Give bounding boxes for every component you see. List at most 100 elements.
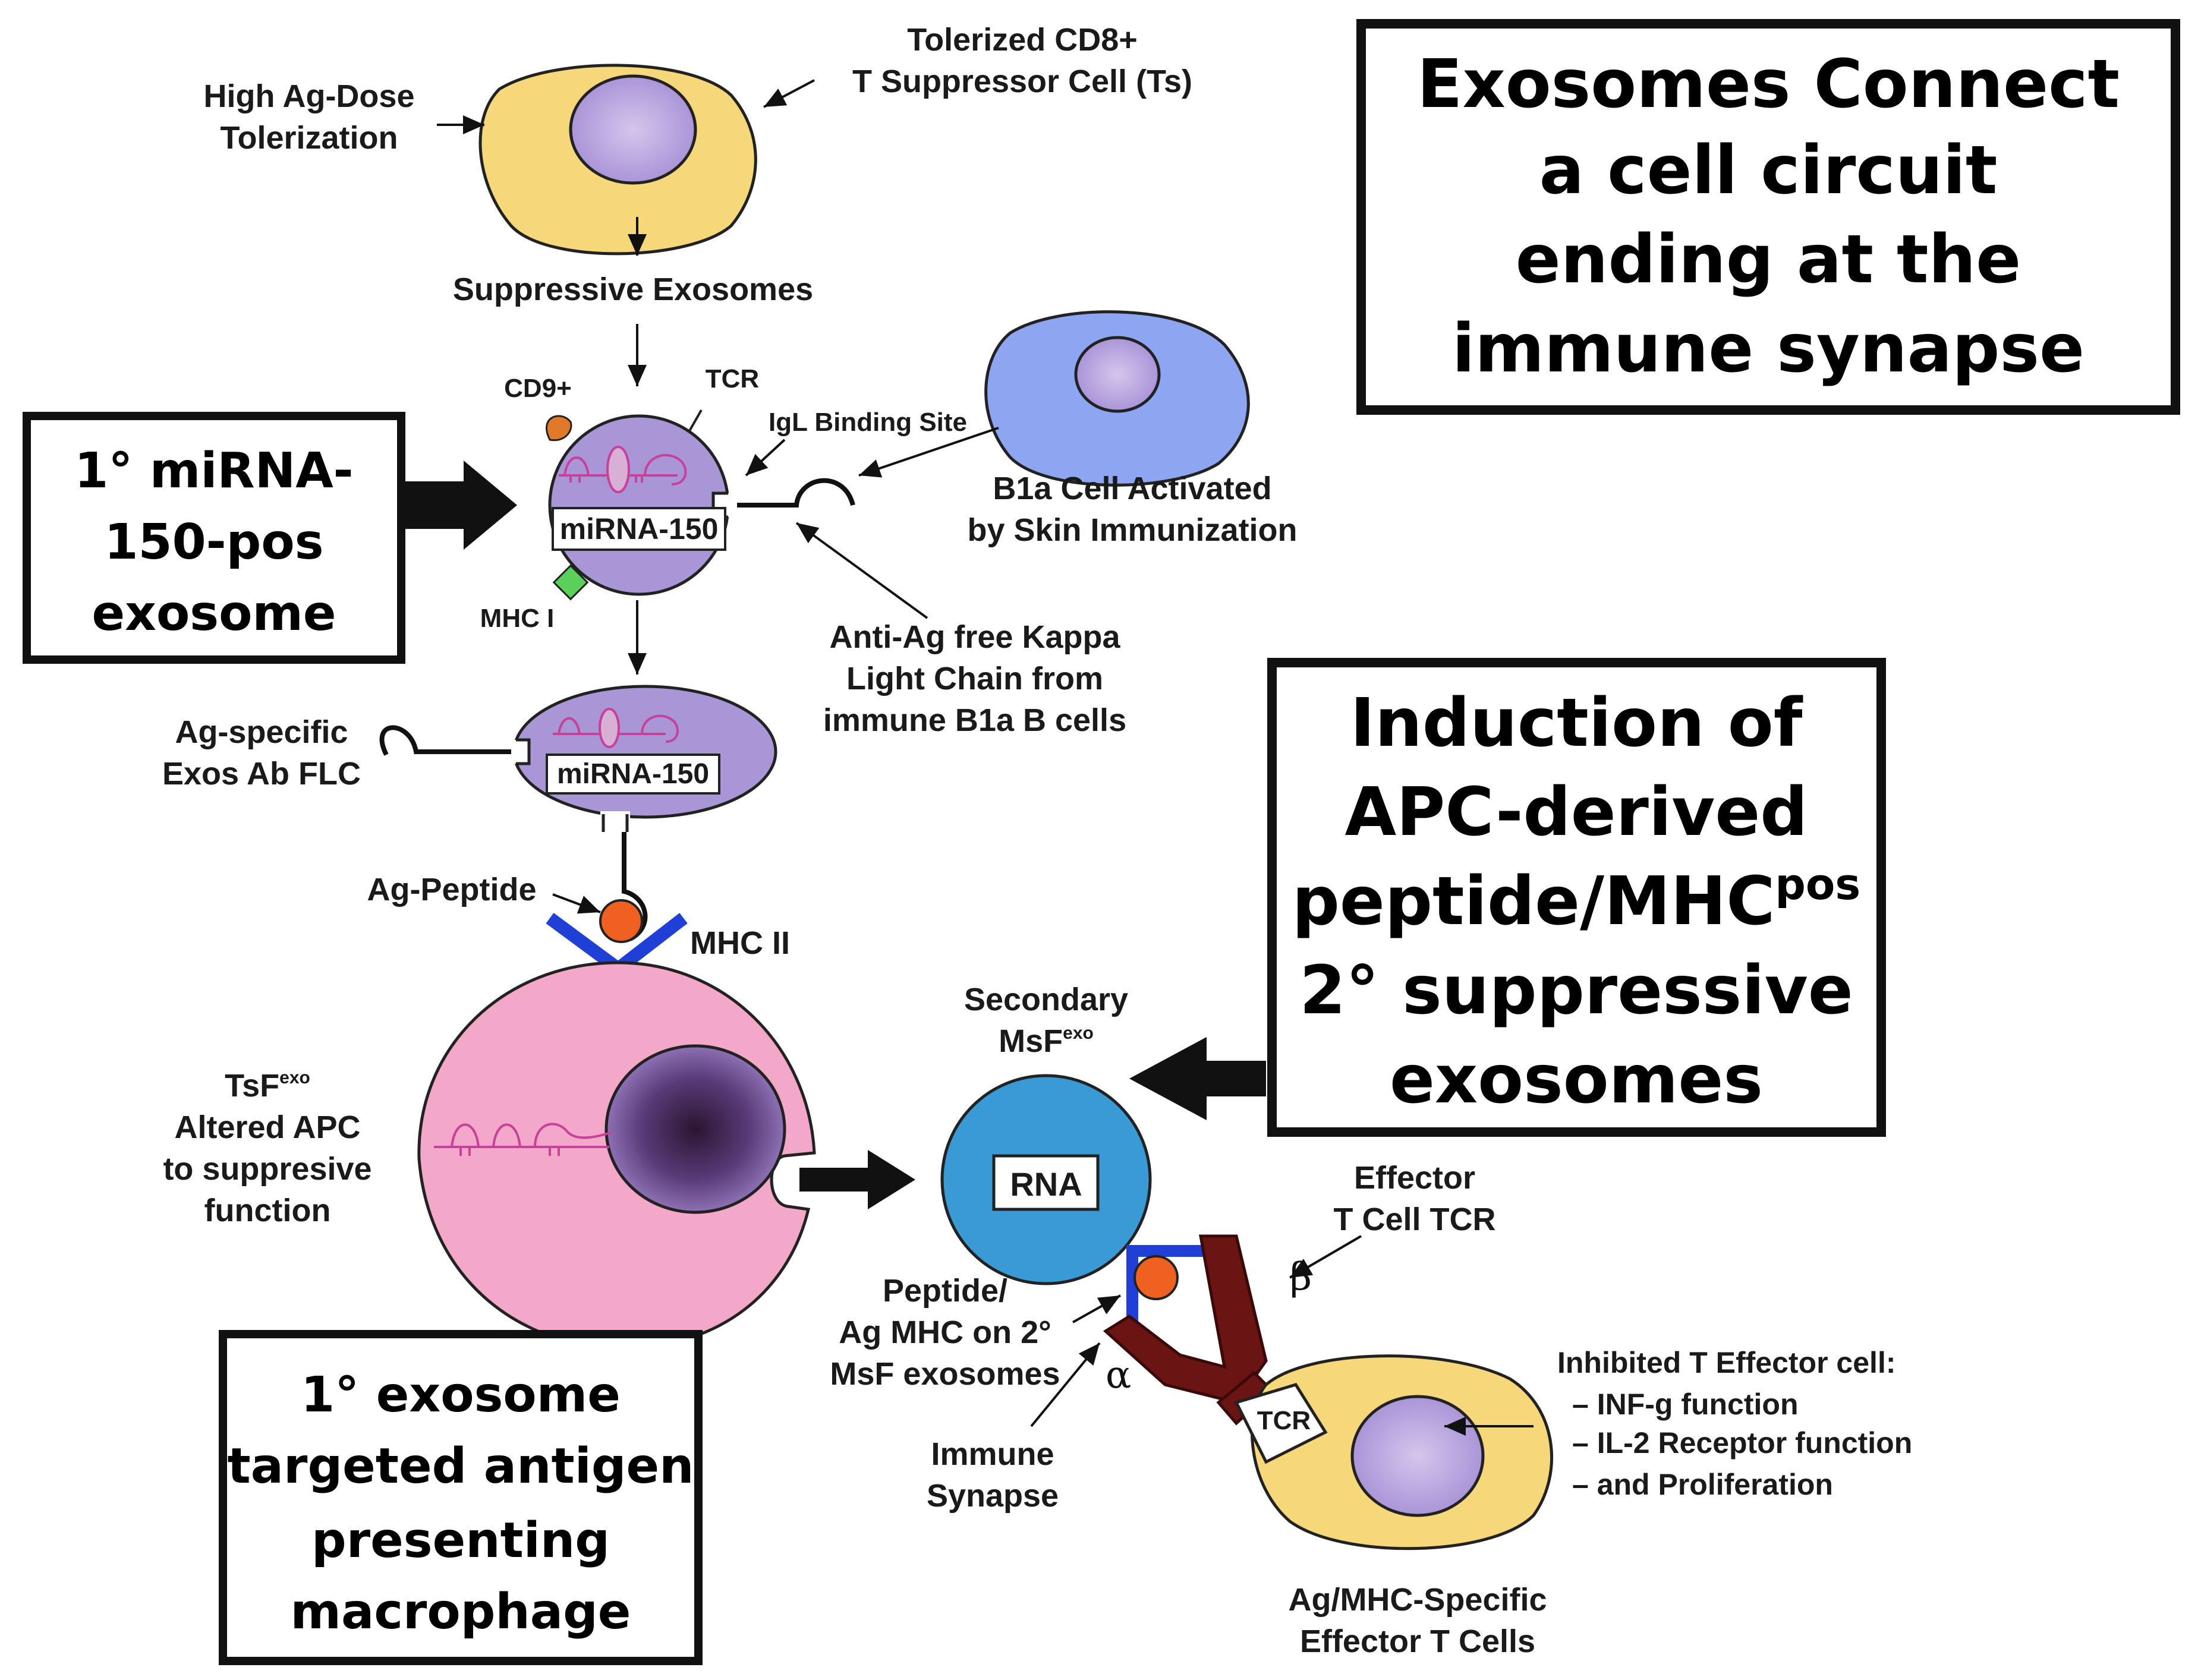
label-msf-main: MsF (999, 1023, 1063, 1059)
effector-nucleus (1350, 1395, 1485, 1517)
rna-squiggle-3 (434, 1123, 613, 1156)
kappa-chain-b (379, 725, 511, 756)
label-inhibited-2: – INF-g function (1572, 1388, 1799, 1421)
rna-box (992, 1154, 1100, 1211)
label-tolerized-1: Tolerized CD8+ (907, 22, 1138, 58)
mirna-box-b (546, 754, 720, 795)
box4-line-3: presenting (311, 1512, 610, 1569)
box1-line-3: exosome (92, 585, 336, 642)
label-ag-peptide: Ag-Peptide (367, 872, 536, 907)
b1a-cell (984, 310, 1250, 487)
label-anti-ag-1: Anti-Ag free Kappa (829, 619, 1120, 655)
cd9-marker (546, 415, 572, 442)
ts-nucleus (569, 74, 697, 185)
box4-line-2: targeted antigen (227, 1438, 694, 1495)
synapse-peptide (1133, 1255, 1179, 1300)
ts-cell (478, 64, 757, 256)
label-altered-apc-2: to suppresive (163, 1151, 371, 1187)
big-arrow-induction (1129, 1037, 1266, 1120)
box-primary-exosome: 1° miRNA- 150-pos exosome (23, 412, 405, 664)
arrow-kappa-pointer (795, 522, 928, 619)
arrow-b1a-to-kappa (858, 427, 999, 478)
label-mirna-150-a: miRNA-150 (560, 512, 719, 546)
label-altered-apc-1: Altered APC (174, 1110, 360, 1145)
label-igl-binding-site: IgL Binding Site (769, 408, 967, 437)
title-line-1: Exosomes Connect (1417, 46, 2120, 123)
title-line-2: a cell circuit (1539, 132, 1998, 209)
box1-line-1: 1° miRNA- (74, 443, 353, 499)
ag-specific-exosome: miRNA-150 (504, 685, 777, 835)
arrow-igl (745, 439, 786, 477)
label-tsf: TsFexo (225, 1068, 310, 1104)
label-secondary: Secondary (964, 982, 1128, 1017)
tcr-notch (1234, 1383, 1328, 1464)
label-high-ag-dose-2: Tolerization (220, 120, 398, 156)
arrow-tolerized-pointer (763, 79, 815, 108)
tcr-spike (688, 409, 703, 431)
mirna-box-a (552, 507, 726, 551)
b1a-nucleus (1074, 336, 1161, 413)
label-peptide-mhc-3: MsF exosomes (830, 1356, 1060, 1392)
box-induction: Induction of APC-derived peptide/MHCpos … (1267, 658, 1886, 1137)
label-peptide-mhc-2: Ag MHC on 2° (839, 1315, 1051, 1350)
label-effector-1: Effector (1354, 1160, 1475, 1196)
tcr-brown (1103, 1234, 1268, 1404)
arrow-peptide-mhc (1072, 1294, 1121, 1323)
label-inhibited-1: Inhibited T Effector cell: (1557, 1346, 1895, 1379)
effector-t-cell (1234, 1354, 1554, 1550)
mhc-bracket (1126, 1245, 1204, 1337)
rna-squiggle-2 (553, 708, 679, 748)
label-inhibited-4: – and Proliferation (1572, 1468, 1833, 1501)
label-mhc-i: MHC I (480, 604, 555, 633)
ag-peptide-ball (599, 899, 643, 943)
label-tcr-cell: TCR (1257, 1406, 1311, 1435)
label-tsf-main: TsF (225, 1068, 279, 1104)
label-immune-synapse-1: Immune (931, 1436, 1054, 1472)
label-rna: RNA (1010, 1165, 1082, 1203)
label-tolerized-2: T Suppressor Cell (Ts) (852, 64, 1192, 99)
label-tsf-sup: exo (279, 1068, 310, 1088)
title-line-3: ending at the (1516, 221, 2021, 298)
label-ag-mhc-specific-1: Ag/MHC-Specific (1288, 1582, 1547, 1618)
label-peptide-mhc-1: Peptide/ (883, 1273, 1007, 1309)
box3-line-2: APC-derived (1345, 774, 1808, 851)
title-line-4: immune synapse (1452, 310, 2085, 387)
label-mirna-150-b: miRNA-150 (557, 758, 709, 790)
apc-cell (417, 961, 816, 1351)
label-altered-apc-3: function (204, 1193, 331, 1228)
box3-line-1: Induction of (1350, 685, 1803, 762)
box1-line-2: 150-pos (104, 514, 323, 570)
label-anti-ag-2: Light Chain from (846, 661, 1103, 696)
arrow-apc-to-msf (799, 1150, 915, 1209)
label-immune-synapse-2: Synapse (927, 1478, 1059, 1514)
label-b1a-1: B1a Cell Activated (993, 471, 1271, 506)
label-mhc-ii: MHC II (690, 925, 790, 961)
arrow-effector-tcr (1289, 1235, 1362, 1279)
label-inhibited-3: – IL-2 Receptor function (1572, 1426, 1912, 1460)
label-ag-specific-1: Ag-specific (175, 714, 348, 750)
label-cd9: CD9+ (504, 374, 572, 403)
box4-line-1: 1° exosome (301, 1367, 621, 1423)
primary-exosome: miRNA-150 (546, 409, 737, 601)
box3-line-3: peptide/MHCpos (1292, 859, 1861, 940)
label-ag-mhc-specific-2: Effector T Cells (1300, 1624, 1535, 1659)
box3-line-4: 2° suppressive (1299, 952, 1853, 1029)
rna-squiggle-1 (559, 446, 687, 493)
label-b1a-2: by Skin Immunization (967, 512, 1297, 548)
title-box: Exosomes Connect a cell circuit ending a… (1356, 19, 2180, 415)
box4-line-4: macrophage (291, 1584, 631, 1640)
box3-line-5: exosomes (1390, 1041, 1763, 1118)
arrow-immune-synapse (1030, 1342, 1101, 1427)
kappa-chain-a (737, 478, 855, 508)
label-ag-specific-2: Exos Ab FLC (162, 756, 361, 792)
box3-line-3-main: peptide/MHC (1292, 863, 1775, 940)
arrow-ag-peptide (552, 893, 601, 914)
label-msf-sup: exo (1063, 1023, 1094, 1043)
box3-line-3-sup: pos (1775, 859, 1860, 909)
label-anti-ag-3: immune B1a B cells (823, 702, 1126, 738)
mhc-i-marker (552, 564, 589, 601)
label-high-ag-dose-1: High Ag-Dose (204, 78, 415, 114)
label-beta: β (1290, 1255, 1312, 1299)
big-arrow-primary (404, 461, 517, 550)
